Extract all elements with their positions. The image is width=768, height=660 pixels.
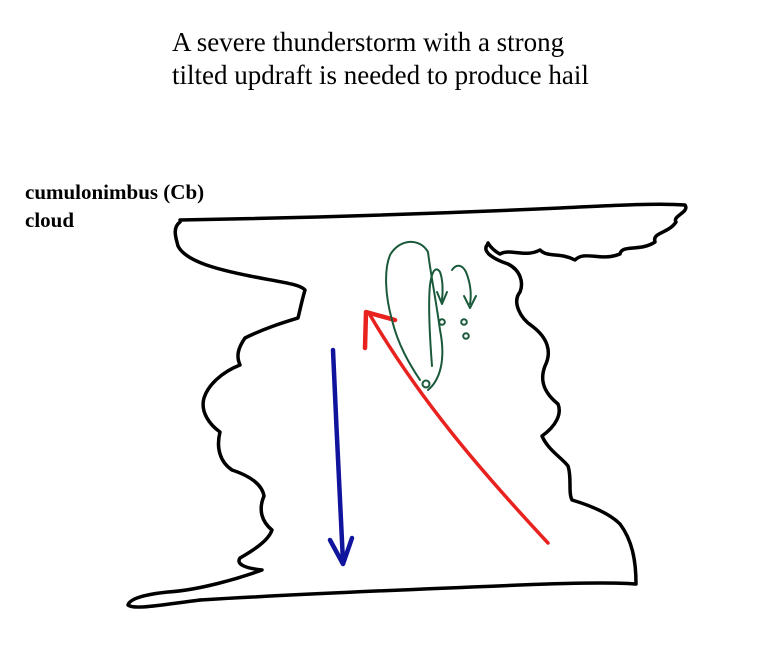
hailstone	[421, 379, 431, 389]
hailstone	[462, 332, 470, 340]
title-line-1: A severe thunderstorm with a strong	[172, 27, 565, 57]
downdraft-shaft	[330, 347, 346, 565]
downdraft-arrow	[327, 347, 355, 567]
hail-growth-path	[385, 240, 477, 391]
hailstone	[438, 318, 446, 326]
hail-inner-arrowhead	[436, 291, 448, 305]
hail-small-loop	[451, 264, 472, 305]
cloud-label-line-2: cloud	[25, 208, 75, 232]
cloud-label-line-1: cumulonimbus (Cb)	[25, 180, 205, 204]
hail-inner-loop	[428, 268, 444, 367]
updraft-arrow	[362, 309, 550, 545]
title-line-2: tilted updraft is needed to produce hail	[172, 60, 589, 90]
cloud-right-edge	[484, 242, 638, 586]
updraft-shaft	[368, 313, 550, 545]
hail-small-arrowhead	[463, 295, 477, 309]
cloud-left-edge	[126, 220, 307, 609]
updraft-arrowhead	[362, 309, 398, 351]
cumulonimbus-cloud-outline	[126, 202, 688, 609]
diagram-title: A severe thunderstorm with a strong tilt…	[172, 26, 732, 92]
hail-outer-loop	[385, 240, 444, 391]
hailstone	[460, 318, 468, 326]
cloud-label: cumulonimbus (Cb) cloud	[25, 178, 204, 234]
anvil-top	[178, 202, 688, 262]
cloud-base	[198, 581, 637, 602]
downdraft-arrowhead	[327, 535, 355, 567]
